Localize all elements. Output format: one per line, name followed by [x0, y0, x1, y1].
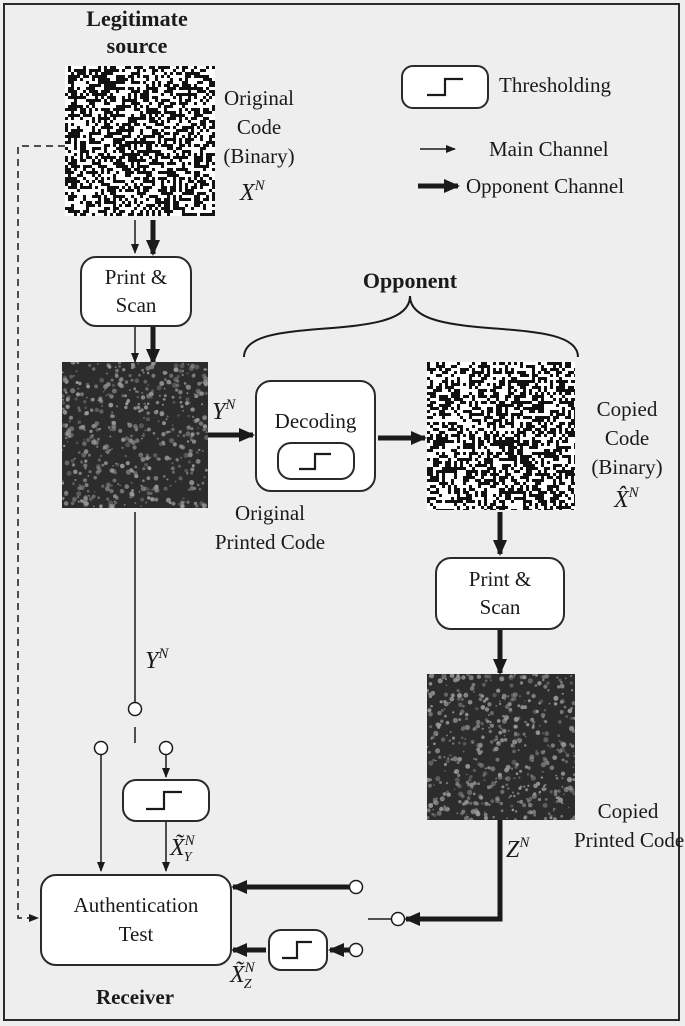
x-hat-letter: X̂ [614, 487, 629, 513]
copied-code-line-2: Code [604, 426, 650, 450]
print-scan-box-main: Print & Scan [80, 256, 192, 327]
receiver-lower-step-icon [282, 940, 312, 960]
x-tilde-z-symbol: X̃NZ [230, 959, 262, 992]
original-printed-line-2: Printed Code [214, 530, 326, 554]
original-code-line-3: (Binary) [223, 144, 295, 168]
x-tilde-y-letter: X̃ [170, 835, 185, 861]
authentication-test-box: Authentication Test [40, 874, 232, 966]
decoding-step-icon [299, 452, 331, 471]
copied-code-binary-tile [427, 362, 575, 510]
original-printed-code-tile [62, 362, 208, 508]
authentication-line-2: Test [118, 922, 154, 946]
print-scan-opponent-line-2: Scan [479, 595, 521, 619]
copied-code-line-3: (Binary) [591, 455, 663, 479]
decoding-label: Decoding [274, 409, 357, 433]
dashed-reference-path [17, 145, 65, 922]
x-tilde-z-subscript: Z [243, 977, 252, 992]
yn-upper-letter: Y [212, 399, 226, 425]
copied-printed-line-1: Copied [597, 799, 659, 823]
step-function-icon [427, 77, 463, 97]
x-tilde-z-letter: X̃ [230, 962, 245, 988]
copied-printed-code-label: Copied Printed Code [574, 797, 685, 855]
x-tilde-y-superscript: N [184, 833, 195, 849]
switch-terminal-right [158, 740, 174, 756]
outer-border [3, 3, 680, 1021]
copied-printed-line-2: Printed Code [574, 828, 685, 852]
opponent-heading: Opponent [362, 268, 458, 293]
xn-letter: X [240, 180, 255, 206]
legend-main-channel-label: Main Channel [489, 137, 609, 161]
yn-symbol-lower: YN [145, 645, 168, 676]
legend-thresholding-label: Thresholding [499, 73, 611, 97]
receiver-switch-upper [348, 879, 364, 895]
receiver-threshold-box-lower [268, 929, 328, 971]
copied-code-label: Copied Code (Binary) [582, 395, 672, 482]
print-scan-main-line-1: Print & [104, 265, 168, 289]
opponent-brace [243, 295, 579, 358]
legend-threshold-box [401, 65, 489, 109]
copied-printed-code-tile [427, 674, 575, 820]
yn-lower-superscript: N [158, 646, 169, 662]
yn-upper-superscript: N [225, 397, 236, 413]
xn-symbol: XN [240, 177, 265, 208]
x-hat-n-symbol: X̂N [614, 484, 639, 515]
zn-letter: Z [506, 837, 520, 863]
original-code-label: Original Code (Binary) [214, 84, 304, 171]
original-printed-code-label: Original Printed Code [205, 499, 335, 557]
legend-opponent-channel-label: Opponent Channel [466, 174, 625, 198]
print-scan-box-opponent: Print & Scan [435, 557, 565, 630]
original-code-line-2: Code [236, 115, 282, 139]
x-hat-superscript: N [628, 485, 639, 501]
receiver-switch-lower [390, 911, 406, 927]
legitimate-source-title: Legitimate source [86, 6, 188, 58]
authentication-line-1: Authentication [73, 893, 199, 917]
x-tilde-y-symbol: X̃NY [170, 832, 202, 865]
thick-path-copied-printed-to-switch [404, 820, 503, 926]
zn-superscript: N [519, 835, 530, 851]
print-scan-main-line-2: Scan [115, 293, 157, 317]
decoding-threshold-box [277, 442, 355, 480]
original-code-line-1: Original [224, 86, 294, 110]
print-scan-opponent-line-1: Print & [468, 567, 532, 591]
switch-terminal-left [93, 740, 109, 756]
original-code-binary-tile [65, 66, 215, 216]
original-printed-line-1: Original [235, 501, 305, 525]
receiver-threshold-box-upper [122, 779, 210, 822]
decoding-box: Decoding [255, 380, 376, 492]
xn-superscript: N [254, 178, 265, 194]
x-tilde-z-superscript: N [244, 960, 255, 976]
zn-symbol: ZN [506, 834, 529, 865]
yn-lower-letter: Y [145, 648, 159, 674]
receiver-label: Receiver [95, 985, 175, 1009]
yn-symbol-upper: YN [212, 396, 235, 427]
copied-code-line-1: Copied [596, 397, 658, 421]
receiver-upper-step-icon [146, 790, 182, 811]
x-tilde-y-subscript: Y [183, 850, 192, 865]
receiver-switch-bottom [348, 942, 364, 958]
switch-terminal-top [127, 701, 143, 717]
